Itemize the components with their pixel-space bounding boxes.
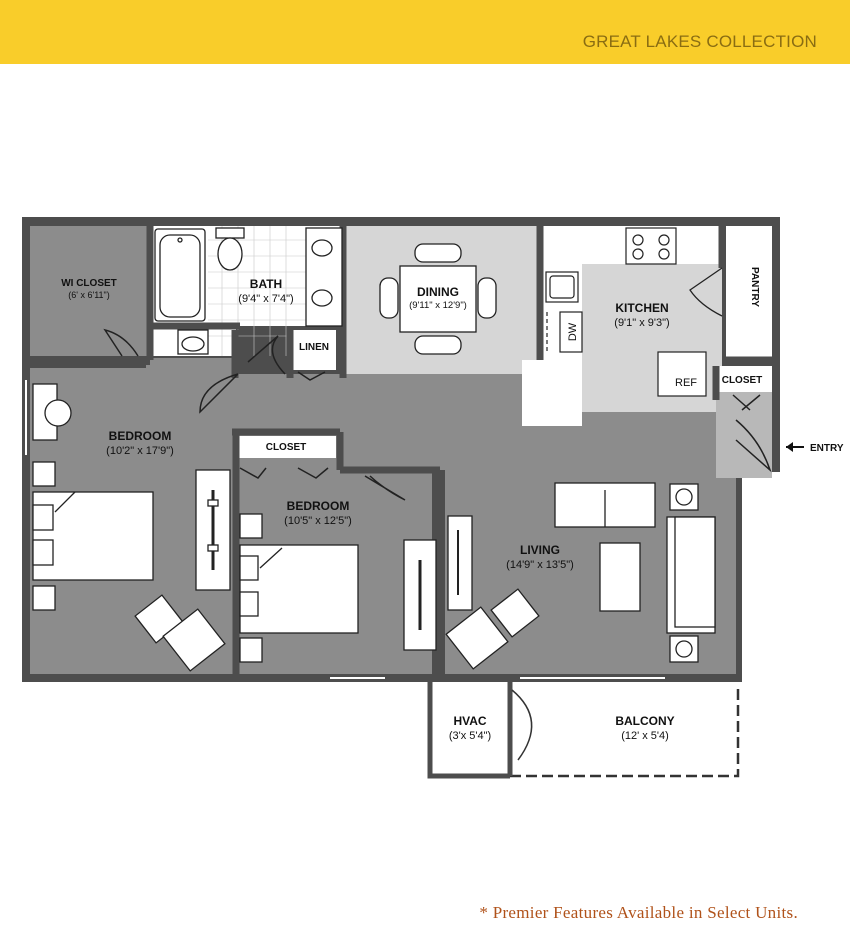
dining-name: DINING (417, 285, 459, 299)
balcony-rail (427, 682, 740, 779)
balcony-dims: (12' x 5'4) (621, 730, 669, 742)
kitchen-sink-icon (545, 271, 579, 303)
wi-closet-dims: (6' x 6'11") (68, 290, 109, 300)
entry-name: ENTRY (810, 443, 844, 454)
bathtub-icon (154, 228, 206, 322)
kitchen-dims: (9'1" x 9'3") (614, 317, 669, 329)
hvac-dims: (3'x 5'4") (449, 730, 491, 742)
closet-entry-name: CLOSET (722, 375, 763, 386)
pantry-door-icon (689, 267, 723, 317)
bedroom1-name: BEDROOM (109, 429, 172, 443)
collection-title: GREAT LAKES COLLECTION (582, 32, 817, 51)
ref-name: REF (675, 377, 697, 389)
living-dims: (14'9" x 13'5") (506, 559, 574, 571)
header-banner: GREAT LAKES COLLECTION (0, 0, 850, 64)
balcony-name: BALCONY (615, 714, 674, 728)
refrigerator-icon (657, 351, 707, 397)
dresser-icon (195, 469, 231, 591)
range-icon (625, 227, 677, 265)
closet-bed2-name: CLOSET (266, 442, 307, 453)
closet-doors (239, 371, 329, 479)
living-name: LIVING (520, 543, 560, 557)
dishwasher-icon (546, 311, 583, 353)
bed2-icon (239, 513, 359, 663)
premier-features-note: * Premier Features Available in Select U… (479, 903, 798, 922)
bedroom2-name: BEDROOM (287, 499, 350, 513)
armchairs-icon (134, 594, 226, 672)
wi-closet-name: WI CLOSET (61, 278, 117, 289)
door-swings (103, 328, 772, 501)
room-labels: WI CLOSET (6' x 6'11") BATH (9'4" x 7'4"… (61, 267, 844, 742)
bath-dims: (9'4" x 7'4") (238, 293, 293, 305)
bedroom1-dims: (10'2" x 17'9") (106, 445, 174, 457)
entry-arrow-icon (786, 442, 804, 452)
dining-dims: (9'11" x 12'9") (409, 300, 467, 311)
living-furniture-icon (445, 482, 716, 670)
toilet-icon (215, 227, 245, 271)
pantry-name: PANTRY (749, 267, 760, 307)
bed-icon (32, 383, 154, 611)
bedroom2-dims: (10'5" x 12'5") (284, 515, 352, 527)
hvac-name: HVAC (453, 714, 486, 728)
bath-name: BATH (250, 277, 282, 291)
linen-name: LINEN (299, 342, 329, 353)
dresser2-icon (403, 539, 437, 651)
dining-table-icon (379, 243, 497, 355)
interior-walls (146, 222, 776, 678)
sink-icon (177, 227, 343, 355)
kitchen-name: KITCHEN (615, 301, 668, 315)
dw-name: DW (567, 322, 579, 341)
windows (25, 380, 665, 679)
